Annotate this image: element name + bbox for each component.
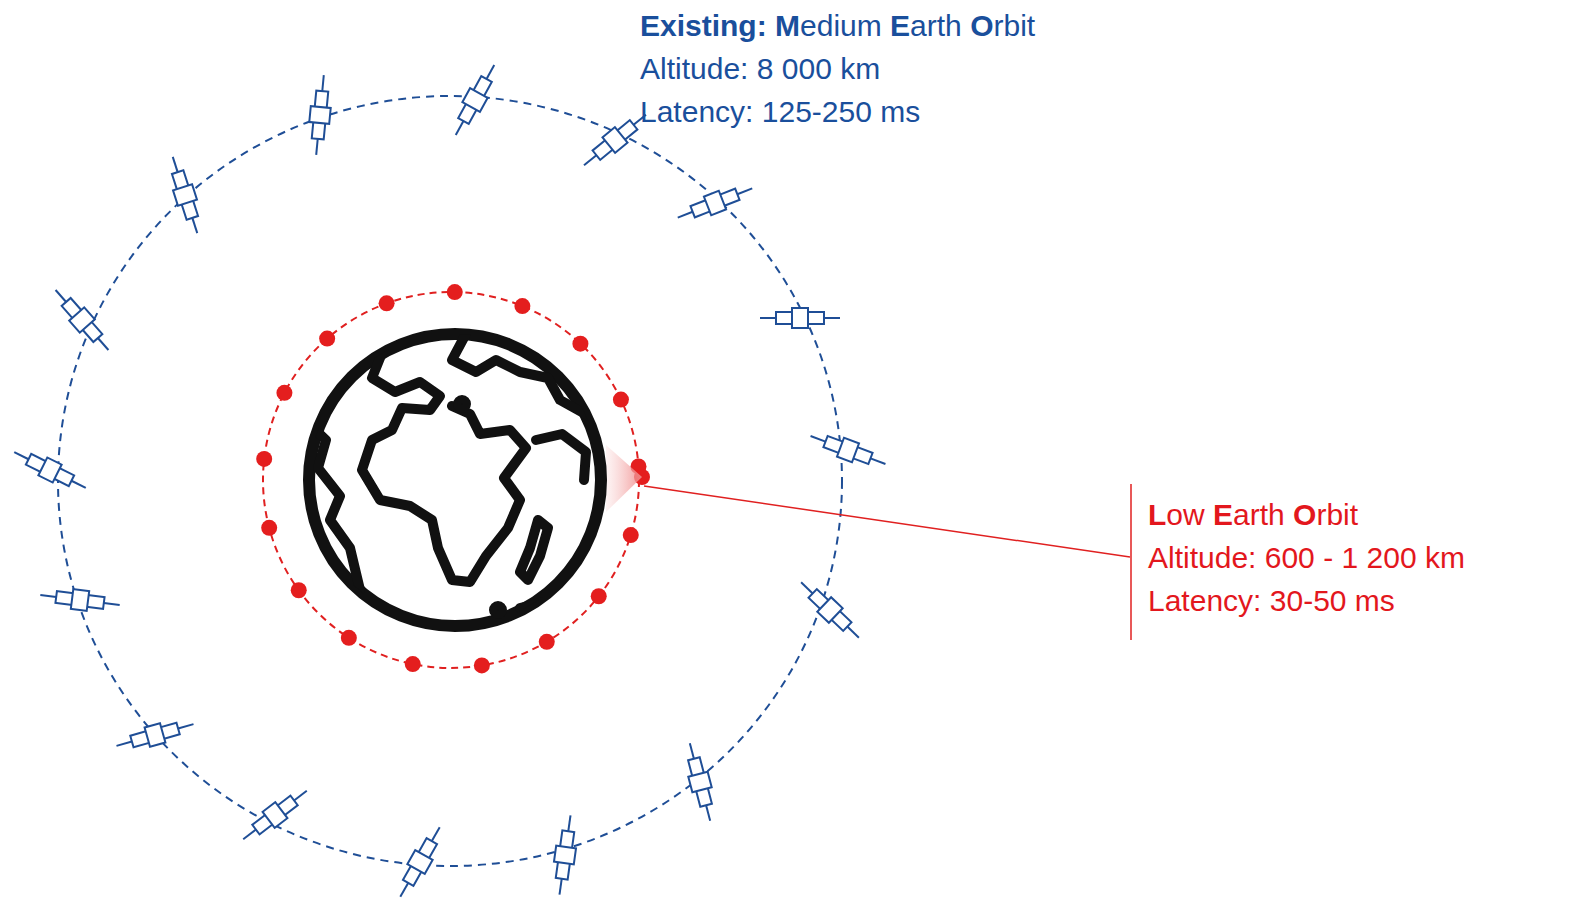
leo-dot <box>291 582 307 598</box>
latency-note: Latency: 125-250 ms <box>640 94 920 130</box>
orbit-title: Existing: Medium Earth Orbit <box>640 8 1035 44</box>
satellite-icon <box>794 575 866 645</box>
leo-dot <box>447 284 463 300</box>
altitude-note: Altitude: 600 - 1 200 km <box>1148 540 1465 576</box>
leo-dot <box>261 520 277 536</box>
satellite-icon <box>680 741 720 823</box>
satellite-icon <box>306 74 334 156</box>
leo-dot <box>276 385 292 401</box>
satellite-icon <box>48 283 116 356</box>
satellite-icon <box>550 814 581 896</box>
altitude-note: Altitude: 8 000 km <box>640 51 880 87</box>
satellite-icon <box>447 60 503 140</box>
meo-orbit <box>58 96 842 866</box>
leo-orbit <box>263 292 639 668</box>
leo-dot <box>572 336 588 352</box>
leo-dot <box>623 527 639 543</box>
leo-satellites <box>256 284 650 673</box>
satellite-icon <box>760 308 840 328</box>
satellite-icon <box>10 443 90 497</box>
leo-dot <box>591 588 607 604</box>
leo-dot <box>474 657 490 673</box>
leo-dot <box>319 331 335 347</box>
leo-dot <box>341 630 357 646</box>
orbit-title: Low Earth Orbit <box>1148 497 1358 533</box>
satellite-icon <box>114 715 196 756</box>
leo-dot <box>379 295 395 311</box>
satellite-icon <box>39 585 121 615</box>
leo-dot <box>613 392 629 408</box>
satellite-icon <box>807 427 889 474</box>
leo-dot <box>514 298 530 314</box>
leader-line <box>644 486 1130 557</box>
satellite-icon <box>163 154 207 236</box>
earth-icon <box>305 330 601 626</box>
leo-dot <box>539 634 555 650</box>
coverage-beam <box>606 445 642 512</box>
leo-dot <box>405 656 421 672</box>
latency-note: Latency: 30-50 ms <box>1148 583 1395 619</box>
satellite-icon <box>674 179 756 227</box>
label-bracket <box>1130 484 1132 640</box>
meo-satellites <box>10 60 889 902</box>
satellite-icon <box>392 822 449 901</box>
satellite-icon <box>237 783 313 847</box>
leo-dot <box>256 451 272 467</box>
